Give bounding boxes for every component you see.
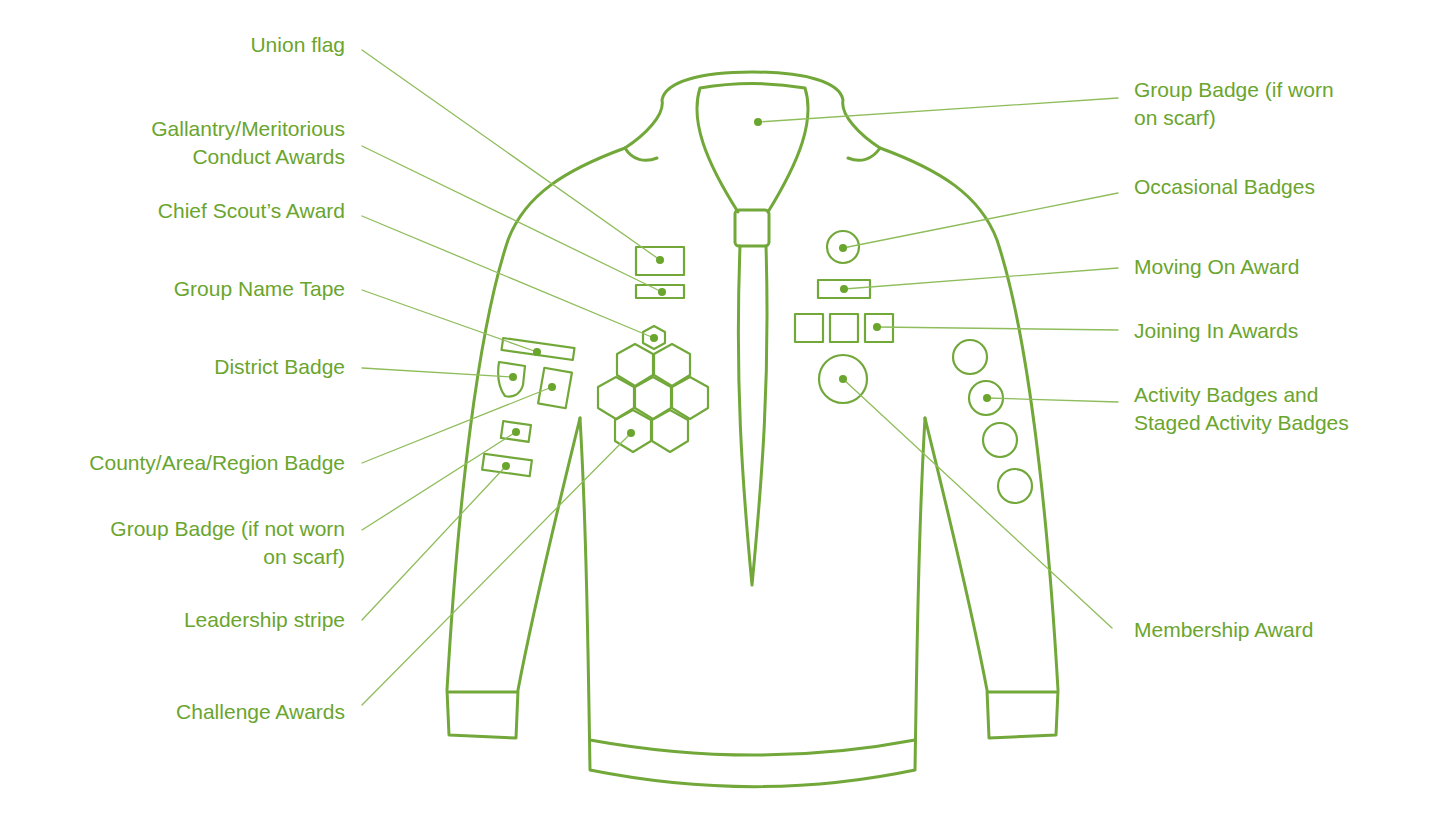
scarf-ends: [738, 246, 767, 585]
callout-label: Union flag: [85, 31, 345, 59]
callout-label: Group Name Tape: [45, 275, 345, 303]
moving-on-badge: [818, 280, 870, 298]
callout-label: Moving On Award: [1134, 253, 1424, 281]
callout-label: Challenge Awards: [45, 698, 345, 726]
chief-scout-badge: [643, 326, 665, 349]
callout-label: Group Badge (if worn on scarf): [1134, 76, 1334, 132]
callout-label: Activity Badges and Staged Activity Badg…: [1134, 381, 1389, 437]
activity-badge: [983, 423, 1017, 457]
activity-badge: [998, 469, 1032, 503]
callout-label: District Badge: [45, 353, 345, 381]
union-flag-badge: [636, 247, 684, 275]
challenge-hexagons: [598, 344, 708, 452]
county-badge: [538, 368, 572, 408]
gallantry-badge: [636, 285, 684, 298]
callout-label: County/Area/Region Badge: [25, 449, 345, 477]
scarf-neck: [697, 84, 808, 213]
callout-label: Chief Scout’s Award: [45, 197, 345, 225]
occasional-badge: [827, 231, 859, 263]
right-cuff: [988, 691, 1056, 694]
joining-in-badge: [830, 314, 858, 342]
joining-in-badge: [795, 314, 823, 342]
activity-badge: [953, 340, 987, 374]
shirt-outline: [447, 72, 1058, 787]
callout-label: Joining In Awards: [1134, 317, 1424, 345]
right-sleeve: [880, 148, 1058, 738]
left-sleeve: [447, 148, 625, 738]
collar-tip: [625, 148, 657, 160]
badges: [482, 231, 1032, 503]
woggle: [735, 210, 769, 246]
shirt-hem: [590, 740, 915, 755]
callout-label: Gallantry/Meritorious Conduct Awards: [95, 115, 345, 171]
district-badge: [498, 362, 525, 397]
shirt-body: [580, 418, 925, 787]
callout-label: Occasional Badges: [1134, 173, 1424, 201]
leader-dots: [502, 118, 991, 470]
callout-label: Membership Award: [1134, 616, 1424, 644]
leadership-stripe-badge: [482, 454, 532, 477]
joining-in-badge: [865, 314, 893, 342]
callout-label: Leadership stripe: [45, 606, 345, 634]
membership-badge: [819, 355, 867, 403]
leader-lines: [362, 50, 1118, 705]
left-cuff: [449, 691, 517, 694]
callout-label: Group Badge (if not worn on scarf): [105, 515, 345, 571]
name-tape-badge: [502, 338, 575, 360]
